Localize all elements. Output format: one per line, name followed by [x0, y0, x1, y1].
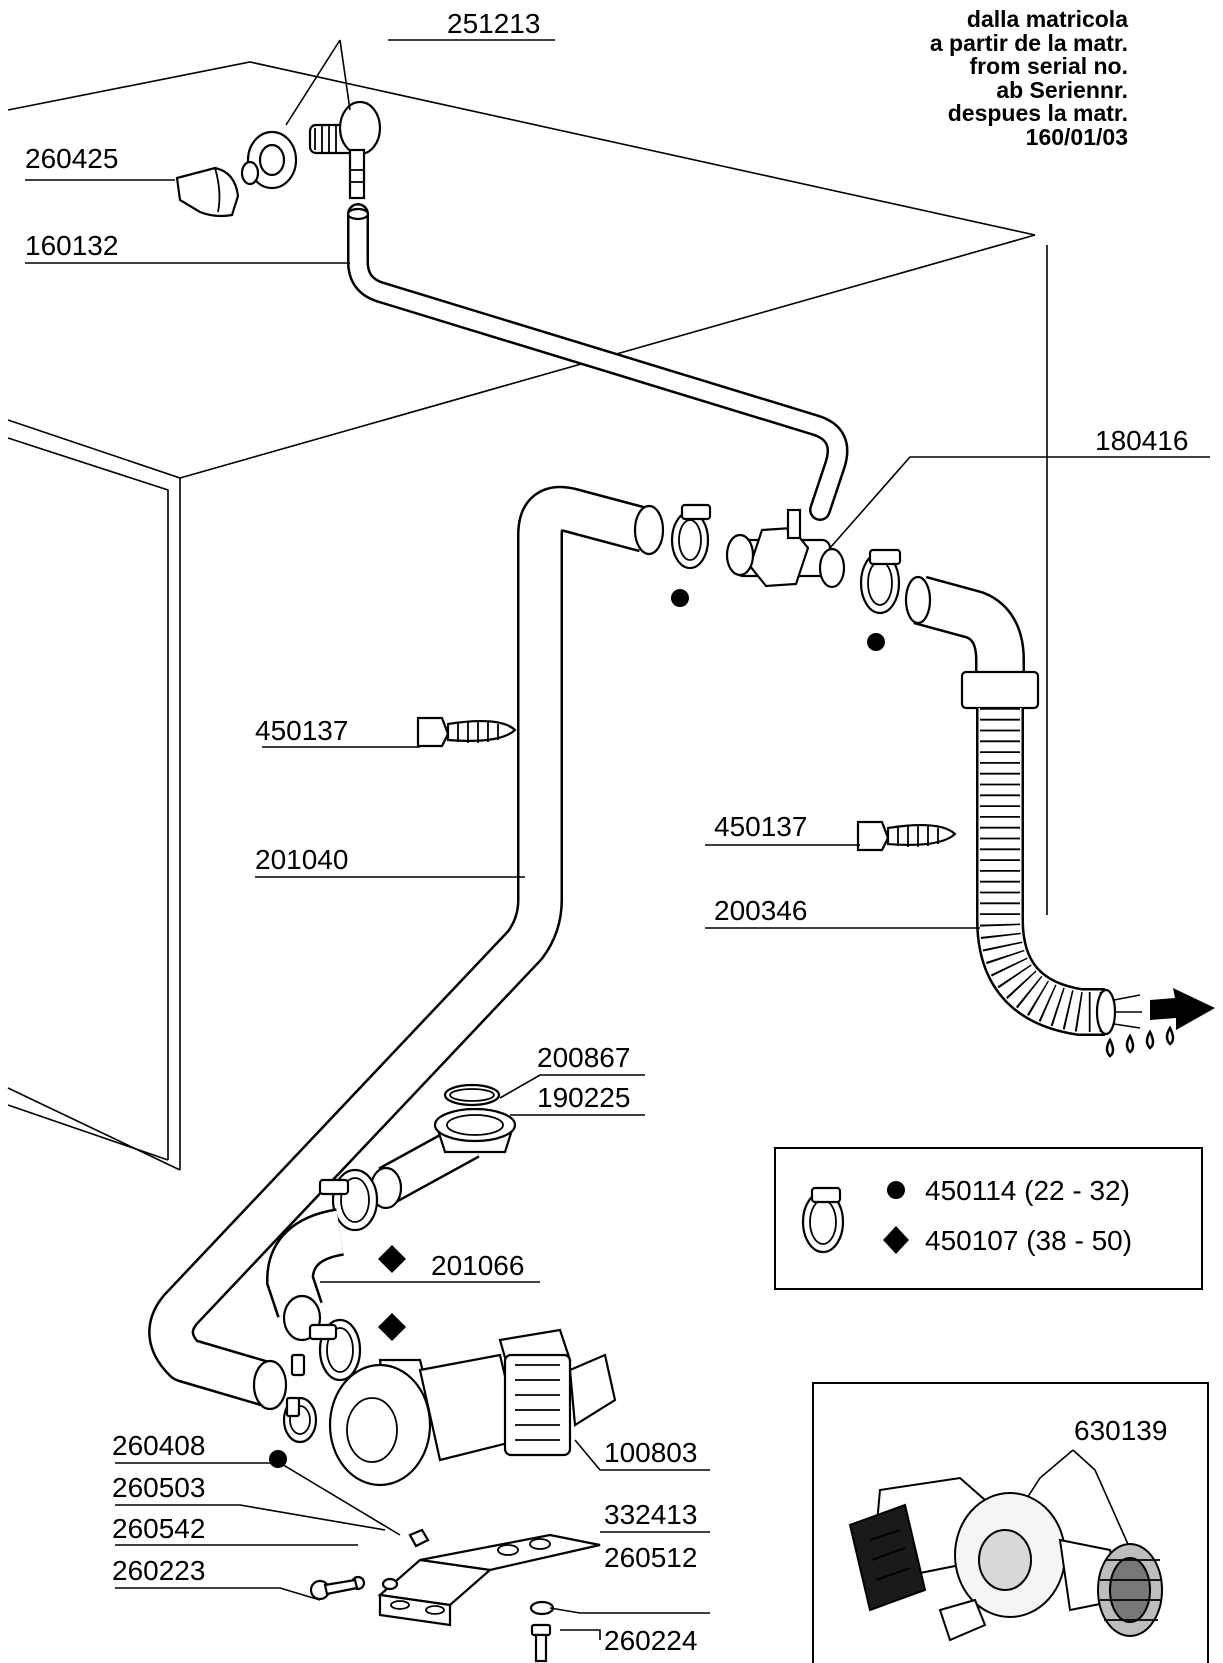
- note-italian: dalla matricola: [966, 6, 1128, 32]
- legend-diamond-clamp: 450107 (38 - 50): [925, 1225, 1132, 1256]
- label-200346: 200346: [714, 895, 807, 926]
- label-201066: 201066: [431, 1250, 524, 1281]
- connector-251213: [240, 100, 382, 200]
- note-french: a partir de la matr.: [929, 29, 1128, 56]
- label-260408: 260408: [112, 1430, 205, 1461]
- label-450137-a: 450137: [255, 715, 348, 746]
- diamond-marker: [883, 1226, 909, 1254]
- leader-lines: [25, 39, 1210, 1640]
- part-labels: 251213 260425 160132 180416 450137 45013…: [25, 8, 1188, 1656]
- label-450137-b: 450137: [714, 811, 807, 842]
- serial-note: dalla matricola a partir de la matr. fro…: [929, 6, 1128, 150]
- label-251213: 251213: [447, 8, 540, 39]
- clamp-icon: [801, 1186, 845, 1254]
- elbow-201066: [265, 1168, 379, 1382]
- clamp-legend: 450114 (22 - 32) 450107 (38 - 50): [774, 1147, 1203, 1290]
- label-160132: 160132: [25, 230, 118, 261]
- note-english: from serial no.: [969, 53, 1128, 79]
- label-201040: 201040: [255, 844, 348, 875]
- circle-marker: [887, 1181, 905, 1199]
- label-260512: 260512: [604, 1542, 697, 1573]
- label-200867: 200867: [537, 1042, 630, 1073]
- note-german: ab Seriennr.: [996, 76, 1128, 103]
- serial-number: 160/01/03: [1025, 123, 1128, 150]
- seal-200867: [443, 1083, 501, 1107]
- note-spanish: despues la matr.: [947, 100, 1128, 126]
- t-connector-180416: [725, 508, 846, 589]
- cabinet-outline: [7, 61, 1048, 1171]
- label-260425: 260425: [25, 143, 118, 174]
- hose-200346: [904, 575, 1215, 1058]
- hose-160132: [346, 203, 849, 521]
- label-190225: 190225: [537, 1082, 630, 1113]
- label-260503: 260503: [112, 1472, 205, 1503]
- bracket-332413: [377, 1533, 601, 1627]
- label-630139: 630139: [1074, 1415, 1167, 1446]
- label-332413: 332413: [604, 1499, 697, 1530]
- fasteners: [309, 1528, 555, 1663]
- label-260224: 260224: [604, 1625, 697, 1656]
- inset-630139: 630139: [812, 1382, 1209, 1663]
- hose-201040: [148, 485, 665, 1411]
- clamp-upper-right: [859, 548, 902, 615]
- cap-260425: [175, 166, 240, 218]
- legend-circle-clamp: 450114 (22 - 32): [925, 1175, 1130, 1206]
- sump-190225: [369, 1107, 517, 1210]
- label-100803: 100803: [604, 1437, 697, 1468]
- cable-tie-450137-a: [416, 716, 517, 748]
- label-180416: 180416: [1095, 425, 1188, 456]
- pump-100803: [282, 1328, 617, 1487]
- clamp-upper-left: [670, 503, 712, 570]
- label-260223: 260223: [112, 1555, 205, 1586]
- cable-tie-450137-b: [856, 820, 957, 852]
- label-260542: 260542: [112, 1513, 205, 1544]
- clamp-markers: [269, 589, 885, 1468]
